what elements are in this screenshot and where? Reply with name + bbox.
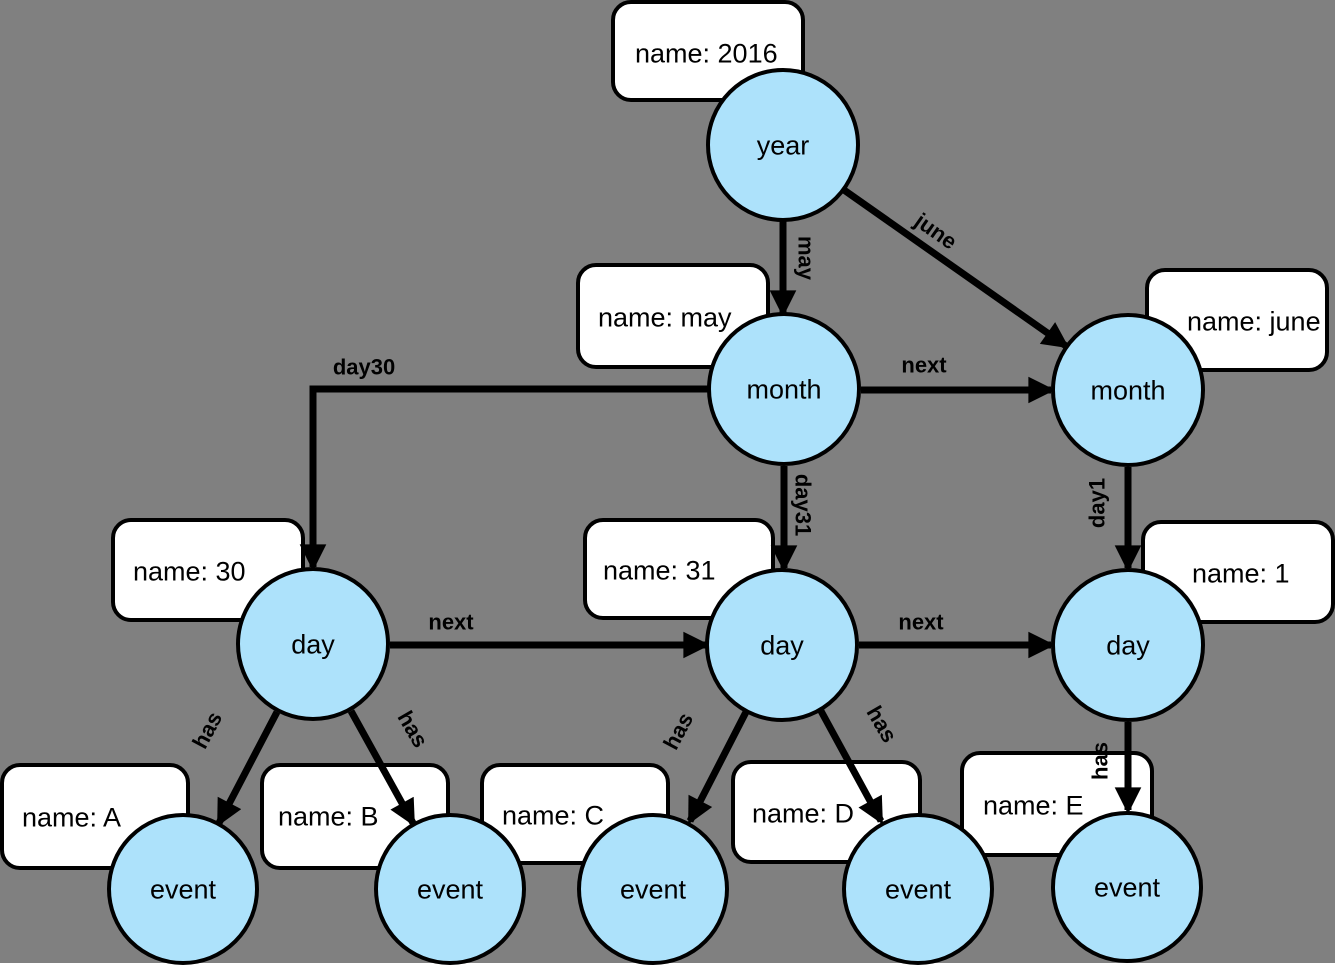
node-year <box>706 68 860 222</box>
property-boxes: name: 2016 name: may name: june name: 30… <box>0 0 1335 870</box>
node-label-day-31: day <box>760 630 804 660</box>
node-label-event-b: event <box>417 874 484 904</box>
property-text-day-30: name: 30 <box>133 556 246 586</box>
edge-label-day31: day31 <box>790 474 815 536</box>
node-label-event-a: event <box>150 874 217 904</box>
edge-label-may: may <box>793 236 818 281</box>
edge-label-day1: day1 <box>1085 478 1110 528</box>
edge-label-next-months: next <box>901 353 947 378</box>
property-text-month-june: name: june <box>1187 306 1321 336</box>
nodes: year month month day day day event event… <box>107 68 1205 965</box>
node-label-month-may: month <box>746 374 821 404</box>
edge-day-30-event-a <box>215 710 281 827</box>
property-text-event-e: name: E <box>983 790 1084 820</box>
edge-month-may-day-30 <box>299 385 711 571</box>
edge-label-next-day30-31: next <box>428 610 474 635</box>
edge-label-next-day31-1: next <box>898 610 944 635</box>
edge-day-30-event-b <box>347 709 417 827</box>
property-text-day-31: name: 31 <box>603 555 716 585</box>
node-day-1 <box>1051 568 1205 722</box>
property-text-year: name: 2016 <box>635 38 778 68</box>
node-month-may <box>707 312 861 466</box>
node-event-c <box>577 813 729 965</box>
property-text-event-d: name: D <box>752 798 854 828</box>
node-month-june <box>1051 313 1205 467</box>
node-label-year: year <box>757 130 810 160</box>
node-label-day-1: day <box>1106 630 1150 660</box>
edge-label-day30: day30 <box>333 355 395 380</box>
property-text-event-a: name: A <box>22 802 121 832</box>
node-label-event-c: event <box>620 874 687 904</box>
property-text-month-may: name: may <box>598 302 732 332</box>
edge-year-month-june <box>841 187 1070 349</box>
node-label-event-d: event <box>885 874 952 904</box>
node-label-month-june: month <box>1090 375 1165 405</box>
edge-label-has-e: has <box>1088 742 1113 780</box>
edge-day-31-event-c <box>686 710 750 825</box>
property-text-event-b: name: B <box>278 801 379 831</box>
edges <box>215 187 1142 827</box>
node-event-d <box>842 813 994 965</box>
node-event-b <box>374 813 526 965</box>
node-event-a <box>107 813 259 965</box>
node-label-day-30: day <box>291 629 335 659</box>
property-text-event-c: name: C <box>502 800 604 830</box>
node-day-30 <box>236 567 390 721</box>
edge-day-31-event-d <box>817 709 885 825</box>
node-label-event-e: event <box>1094 872 1161 902</box>
edge-labels: may june next day30 day31 day1 next next… <box>187 207 1112 780</box>
property-text-day-1: name: 1 <box>1192 558 1290 588</box>
node-event-e <box>1051 811 1203 963</box>
node-day-31 <box>705 568 859 722</box>
